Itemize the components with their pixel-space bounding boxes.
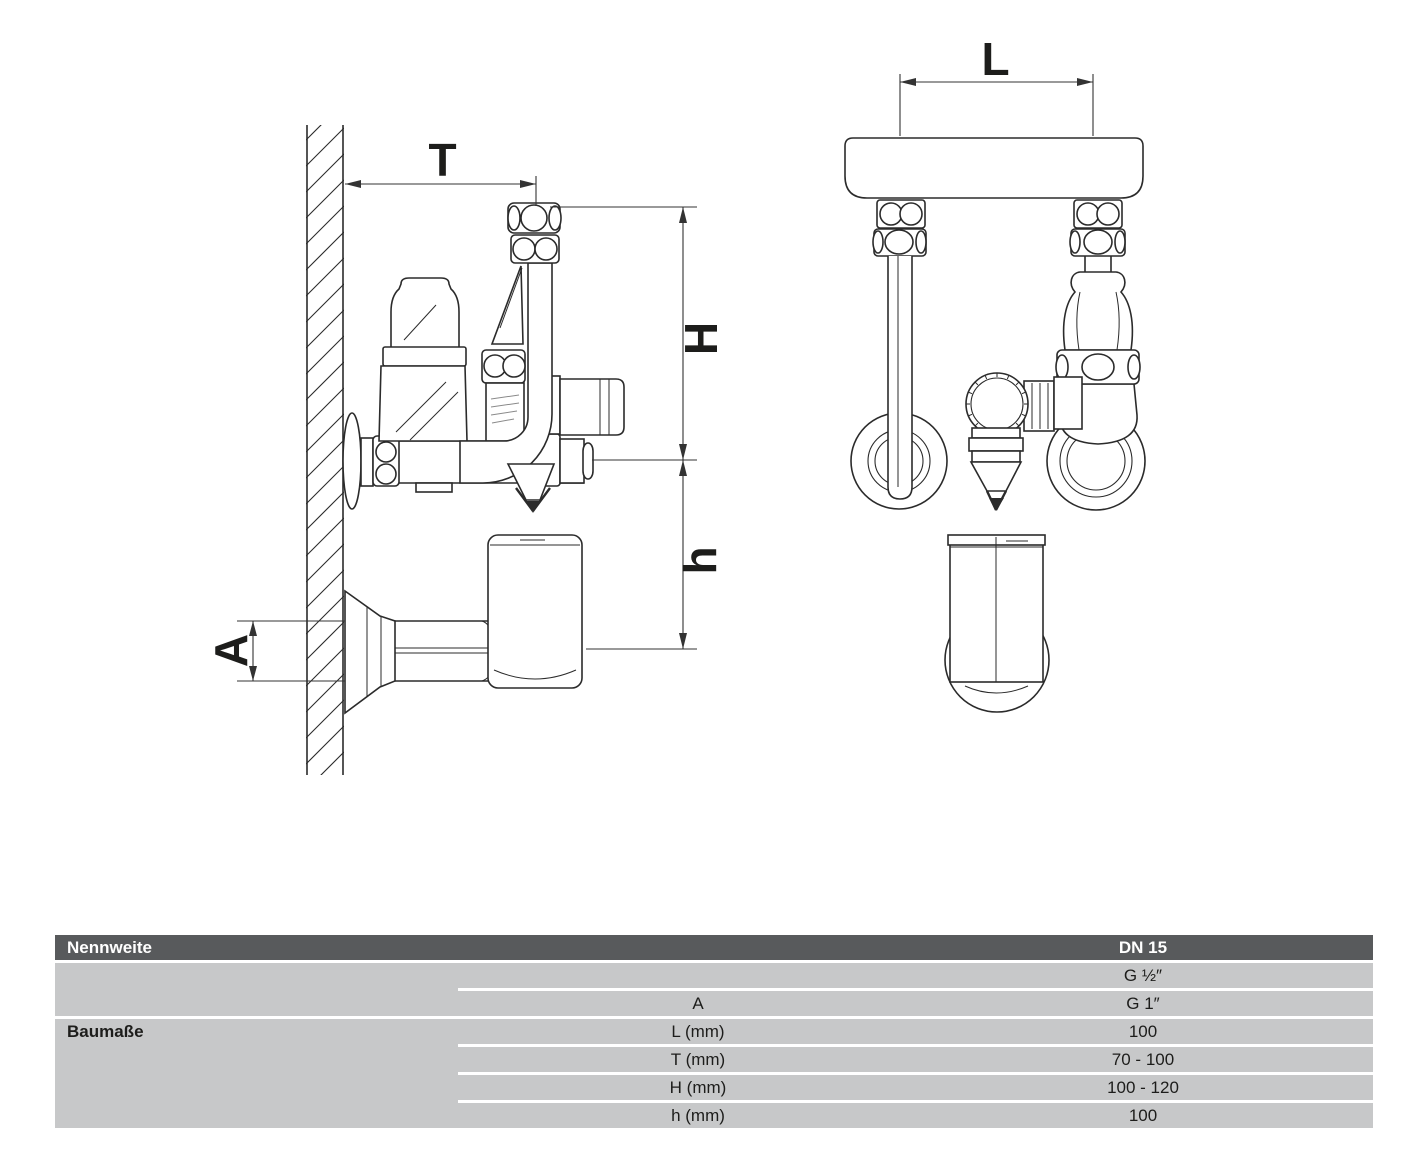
wall-hatched (306, 125, 344, 775)
table-header-label: Nennweite (67, 938, 153, 957)
value-cell: 70 - 100 (1111, 1050, 1175, 1069)
dimensions-side (237, 176, 697, 682)
param-cell: L (mm) (671, 1022, 725, 1041)
heater-base (844, 137, 1144, 199)
technical-drawing: T H h A (205, 33, 1146, 775)
table-row: T (mm) 70 - 100 (458, 1047, 1373, 1072)
dim-label-L: L (981, 33, 1008, 85)
param-cell: H (mm) (669, 1078, 727, 1097)
safety-valve (481, 265, 526, 442)
dim-label-T: T (428, 134, 456, 186)
wall-union-nut (372, 435, 400, 487)
param-cell: T (mm) (670, 1050, 726, 1069)
dimension-T (345, 176, 537, 206)
right-connection (1023, 199, 1146, 511)
value-cell: 100 (1128, 1022, 1158, 1041)
wall-flange (342, 412, 362, 510)
table-row: G ½″ (458, 963, 1373, 988)
discharge-funnel (506, 463, 556, 513)
dimension-A (237, 620, 345, 682)
value-cell: 100 - 120 (1107, 1078, 1179, 1097)
table-row: L (mm) 100 (458, 1019, 1373, 1044)
dimension-L (899, 74, 1094, 136)
siphon-side (344, 534, 583, 715)
top-union-fitting (507, 202, 562, 264)
nennweite-group-cell (55, 963, 458, 1016)
dimension-H (550, 206, 697, 461)
pressure-reducer (378, 277, 468, 493)
left-connection (850, 199, 948, 510)
table-header-row: Nennweite DN 15 (55, 935, 1373, 960)
table-row: H (mm) 100 - 120 (458, 1075, 1373, 1100)
side-view: T H h A (205, 125, 727, 775)
valve-knob (965, 372, 1029, 436)
value-cell: 100 (1128, 1106, 1158, 1125)
outlet-spigot (547, 375, 625, 436)
baumasse-group-cell: Baumaße (55, 1019, 458, 1128)
table-row: A G 1″ (458, 991, 1373, 1016)
table-row: h (mm) 100 (458, 1103, 1373, 1128)
value-cell: G ½″ (1123, 966, 1163, 985)
group-label: Baumaße (67, 1022, 144, 1041)
dim-label-H: H (675, 323, 727, 355)
value-cell: G 1″ (1126, 994, 1160, 1013)
siphon-front (944, 534, 1050, 713)
param-cell: A (692, 994, 704, 1013)
dimension-h (586, 460, 697, 650)
table-header-value: DN 15 (1118, 938, 1168, 957)
param-cell: h (mm) (671, 1106, 725, 1125)
dim-label-A: A (205, 635, 257, 667)
front-view: L (844, 33, 1146, 713)
dim-label-h: h (674, 547, 726, 574)
discharge-funnel-front (968, 427, 1024, 511)
inlet-elbow (459, 262, 553, 484)
